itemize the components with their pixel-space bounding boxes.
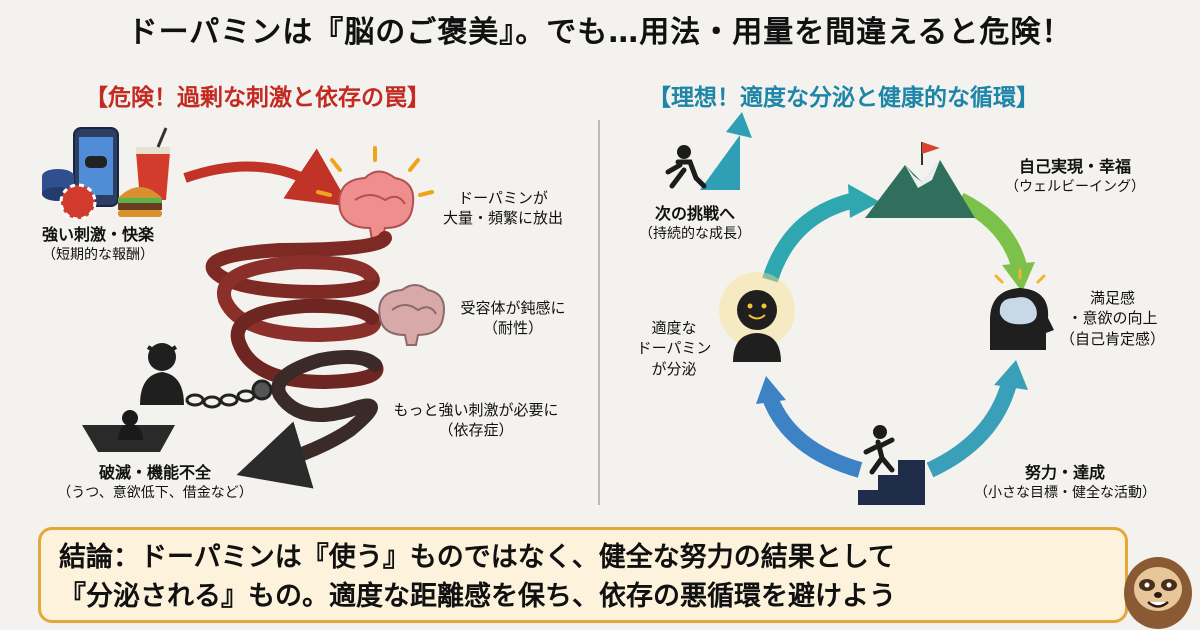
- moderate-line3: が分泌: [651, 359, 697, 378]
- sloth-mascot-icon: [1124, 557, 1192, 629]
- stimulus-sub: （短期的な報酬）: [42, 246, 154, 263]
- effort-sub: （小さな目標・健全な活動）: [974, 484, 1156, 501]
- release-label: ドーパミンが 大量・頻繁に放出: [418, 188, 588, 229]
- right-panel-heading: 【理想！適度な分泌と健康的な循環】: [648, 85, 1039, 111]
- tired-brain-icon: [378, 284, 445, 346]
- mountain-flag-icon: [865, 142, 975, 218]
- satisfaction-line2: ・意欲の向上: [1067, 309, 1158, 328]
- smiling-person-icon: [719, 272, 795, 362]
- next-main: 次の挑戦へ: [654, 204, 735, 223]
- moderate-line1: 適度な: [651, 319, 697, 337]
- self-main: 自己実現・幸福: [1018, 157, 1131, 176]
- red-arrow: [183, 148, 350, 207]
- left-panel-heading: 【危険！過剰な刺激と依存の罠】: [85, 85, 430, 111]
- release-line1: ドーパミンが: [458, 189, 548, 207]
- stairs-climber-icon: [858, 425, 925, 505]
- satisfaction-line3: （自己肯定感）: [1059, 329, 1165, 348]
- panel-divider: [598, 120, 600, 505]
- ruin-label: 破滅・機能不全 （うつ、意欲低下、借金など）: [30, 462, 280, 502]
- effort-label: 努力・達成 （小さな目標・健全な活動）: [945, 462, 1185, 502]
- moderate-dopamine-label: 適度な ドーパミン が分泌: [618, 318, 730, 379]
- conclusion-line2: 『分泌される』もの。適度な距離感を保ち、依存の悪循環を避けよう: [59, 581, 896, 613]
- tolerance-line2: （耐性）: [482, 319, 543, 338]
- burger-icon: [118, 187, 162, 217]
- conclusion-line1: 結論：ドーパミンは『使う』ものではなく、健全な努力の結果として: [59, 542, 895, 573]
- tolerance-line1: 受容体が鈍感に: [460, 299, 566, 317]
- next-challenge-label: 次の挑戦へ （持続的な成長）: [630, 203, 760, 243]
- chain-icon: [185, 379, 273, 409]
- satisfaction-label: 満足感 ・意欲の向上 （自己肯定感）: [1050, 288, 1175, 349]
- dependence-line2: （依存症）: [438, 421, 514, 440]
- self-realization-label: 自己実現・幸福 （ウェルビーイング）: [990, 156, 1160, 196]
- ruin-sub: （うつ、意欲低下、借金など）: [57, 484, 253, 501]
- satisfaction-line1: 満足感: [1089, 289, 1135, 307]
- ruin-main: 破滅・機能不全: [98, 463, 211, 482]
- pit-person-icon: [82, 410, 175, 452]
- release-line2: 大量・頻繁に放出: [442, 209, 563, 228]
- excited-brain-icon: [316, 146, 434, 241]
- head-brain-icon: [990, 268, 1054, 350]
- next-sub: （持続的な成長）: [639, 225, 751, 242]
- self-sub: （ウェルビーイング）: [1005, 178, 1145, 195]
- conclusion-box: 結論：ドーパミンは『使う』ものではなく、健全な努力の結果として 『分泌される』も…: [38, 527, 1128, 623]
- stimulus-label: 強い刺激・快楽 （短期的な報酬）: [28, 224, 168, 264]
- dependence-label: もっと強い刺激が必要に （依存症）: [365, 400, 587, 441]
- stimulus-main: 強い刺激・快楽: [41, 225, 154, 244]
- moderate-line2: ドーパミン: [636, 339, 712, 358]
- despair-person-icon: [140, 343, 184, 405]
- dependence-spiral: [205, 231, 392, 489]
- effort-main: 努力・達成: [1024, 463, 1105, 482]
- page-title: ドーパミンは『脳のご褒美』。でも…用法・用量を間違えると危険！: [127, 15, 1073, 50]
- tolerance-label: 受容体が鈍感に （耐性）: [438, 298, 588, 339]
- climber-icon: [665, 112, 752, 190]
- casino-chips-icon: [42, 169, 97, 221]
- smartphone-game-icon: [73, 127, 119, 207]
- dependence-line1: もっと強い刺激が必要に: [393, 401, 559, 419]
